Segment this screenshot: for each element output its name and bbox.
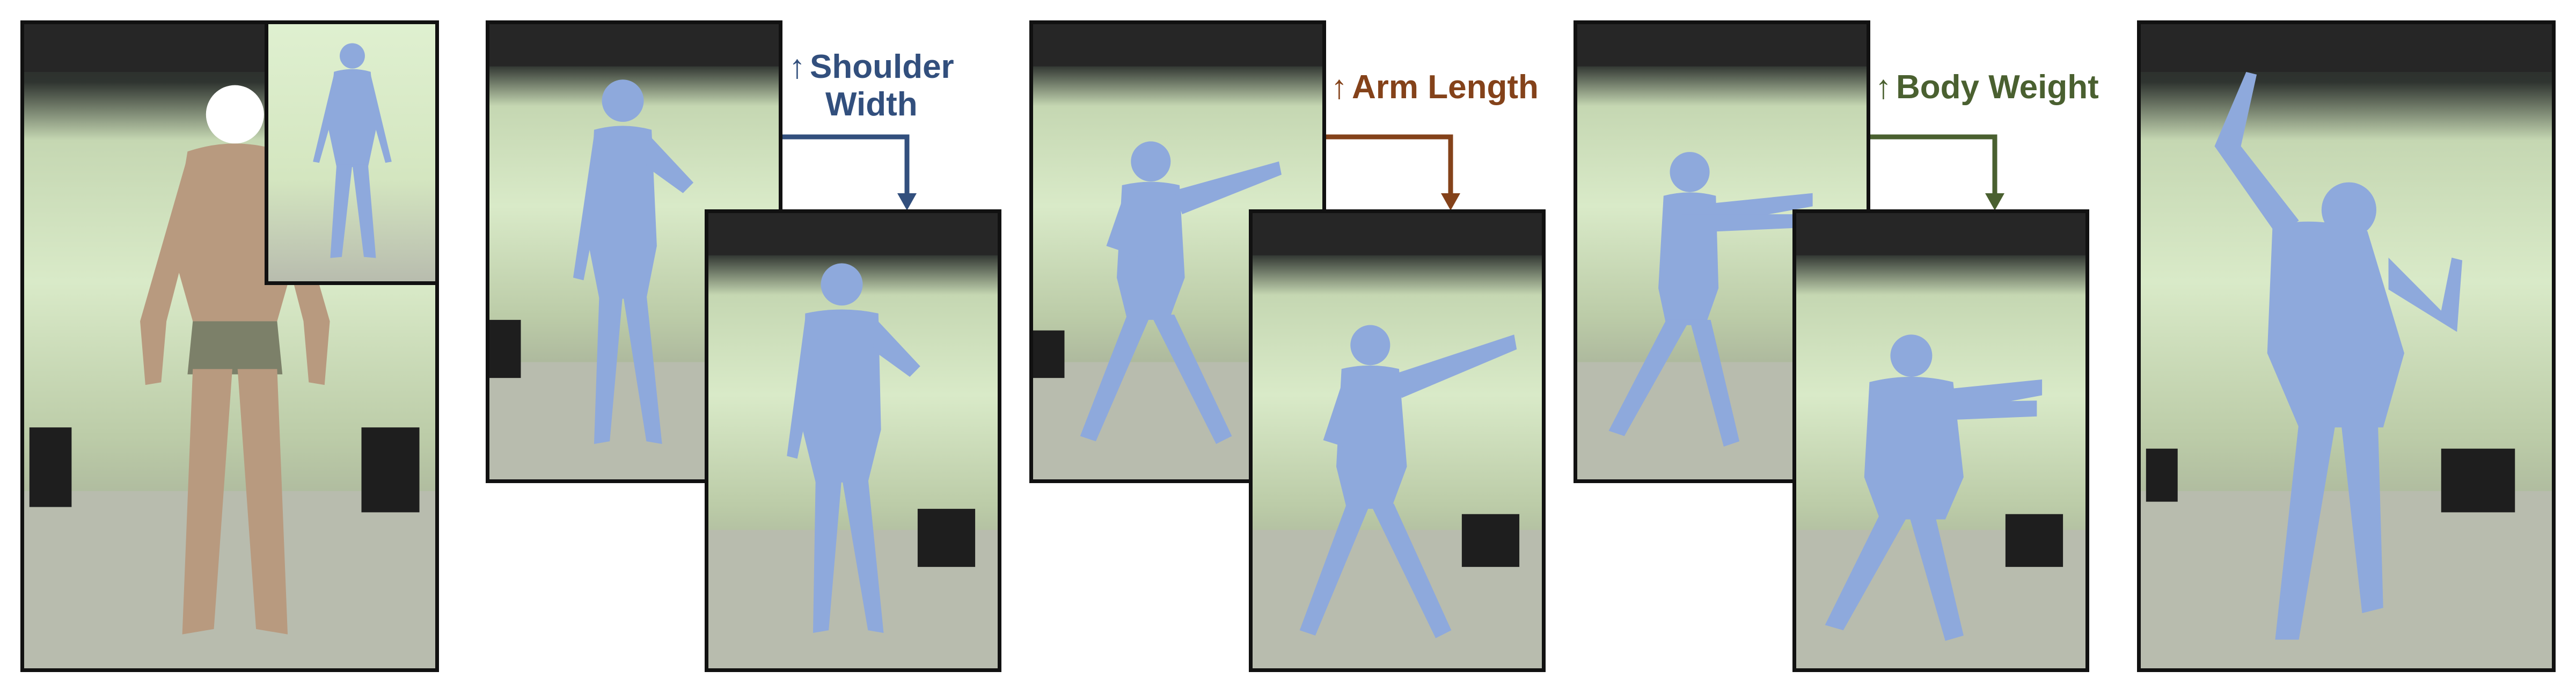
body-mesh (1825, 334, 2043, 641)
studio-background (1796, 213, 2085, 668)
body-mesh (2214, 71, 2463, 640)
weight-arrowhead (1985, 193, 2004, 210)
studio-background (2141, 24, 2552, 668)
arm-length-label: ↑Arm Length (1331, 69, 1539, 106)
studio-background (1253, 213, 1542, 668)
body-mesh (1080, 141, 1282, 444)
arm-arrowhead (1441, 193, 1460, 210)
shoulder-width-label: ↑Shoulder Width (789, 48, 954, 123)
inset-mesh-panel (265, 24, 435, 285)
arm-after-panel (1249, 209, 1546, 672)
studio-background (708, 213, 998, 668)
arm-connector (1324, 134, 1453, 199)
up-arrow-icon: ↑ (1331, 69, 1348, 106)
arm-label-text: Arm Length (1352, 69, 1539, 106)
shoulder-label-line1: Shoulder (810, 48, 954, 85)
body-mesh (313, 43, 392, 258)
result-mesh-panel (2137, 20, 2556, 672)
body-weight-label: ↑Body Weight (1875, 69, 2099, 106)
body-mesh (787, 263, 920, 633)
shoulder-after-panel (705, 209, 1001, 672)
weight-connector (1869, 134, 1997, 199)
weight-after-panel (1792, 209, 2089, 672)
shoulder-label-line2: Width (825, 86, 918, 123)
weight-label-text: Body Weight (1896, 69, 2099, 106)
shoulder-connector (781, 134, 910, 199)
body-mesh (1299, 325, 1517, 638)
up-arrow-icon: ↑ (789, 48, 806, 85)
body-mesh (1608, 152, 1813, 447)
body-mesh (573, 79, 694, 444)
up-arrow-icon: ↑ (1875, 69, 1892, 106)
shoulder-arrowhead (897, 193, 917, 210)
input-photo-panel (20, 20, 439, 672)
